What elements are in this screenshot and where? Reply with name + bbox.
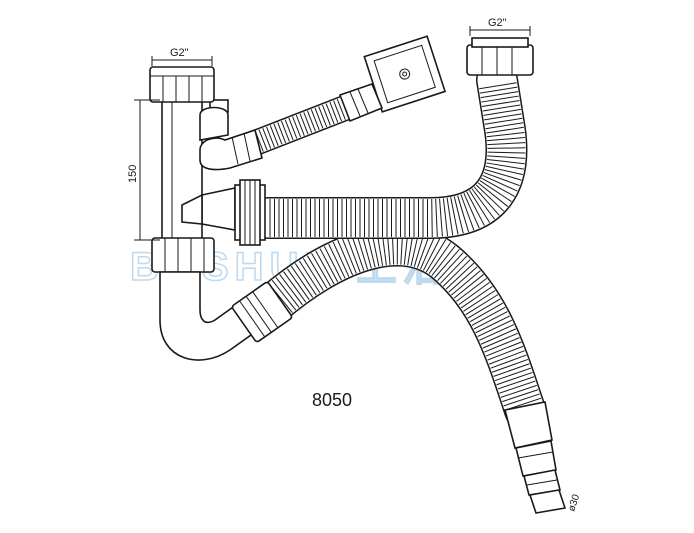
outlet-corrugated-hose	[251, 224, 546, 431]
siphon-t-body	[161, 99, 263, 241]
basin-nut-left	[149, 66, 215, 103]
lower-nut	[151, 237, 215, 273]
overflow-plate	[363, 35, 447, 113]
height-dimension: 150	[127, 99, 160, 241]
height-dim-label: 150	[127, 165, 139, 183]
side-outlet-nut	[234, 179, 266, 246]
overflow-hose	[237, 95, 358, 158]
side-corrugated-hose	[247, 59, 528, 239]
model-number: 8050	[312, 390, 352, 410]
trap-outlet-nut	[231, 281, 293, 343]
thread-label-right-group: G2"	[469, 17, 531, 36]
outlet-diameter-label: ø30	[566, 493, 582, 513]
overflow-connector	[338, 82, 384, 123]
outlet-spigot	[504, 401, 567, 514]
thread-label-left-group: G2"	[151, 47, 213, 66]
thread-label-left: G2"	[170, 47, 189, 59]
u-bend-trap	[159, 271, 260, 361]
thread-label-right: G2"	[488, 17, 507, 29]
basin-nut-right	[466, 37, 534, 76]
